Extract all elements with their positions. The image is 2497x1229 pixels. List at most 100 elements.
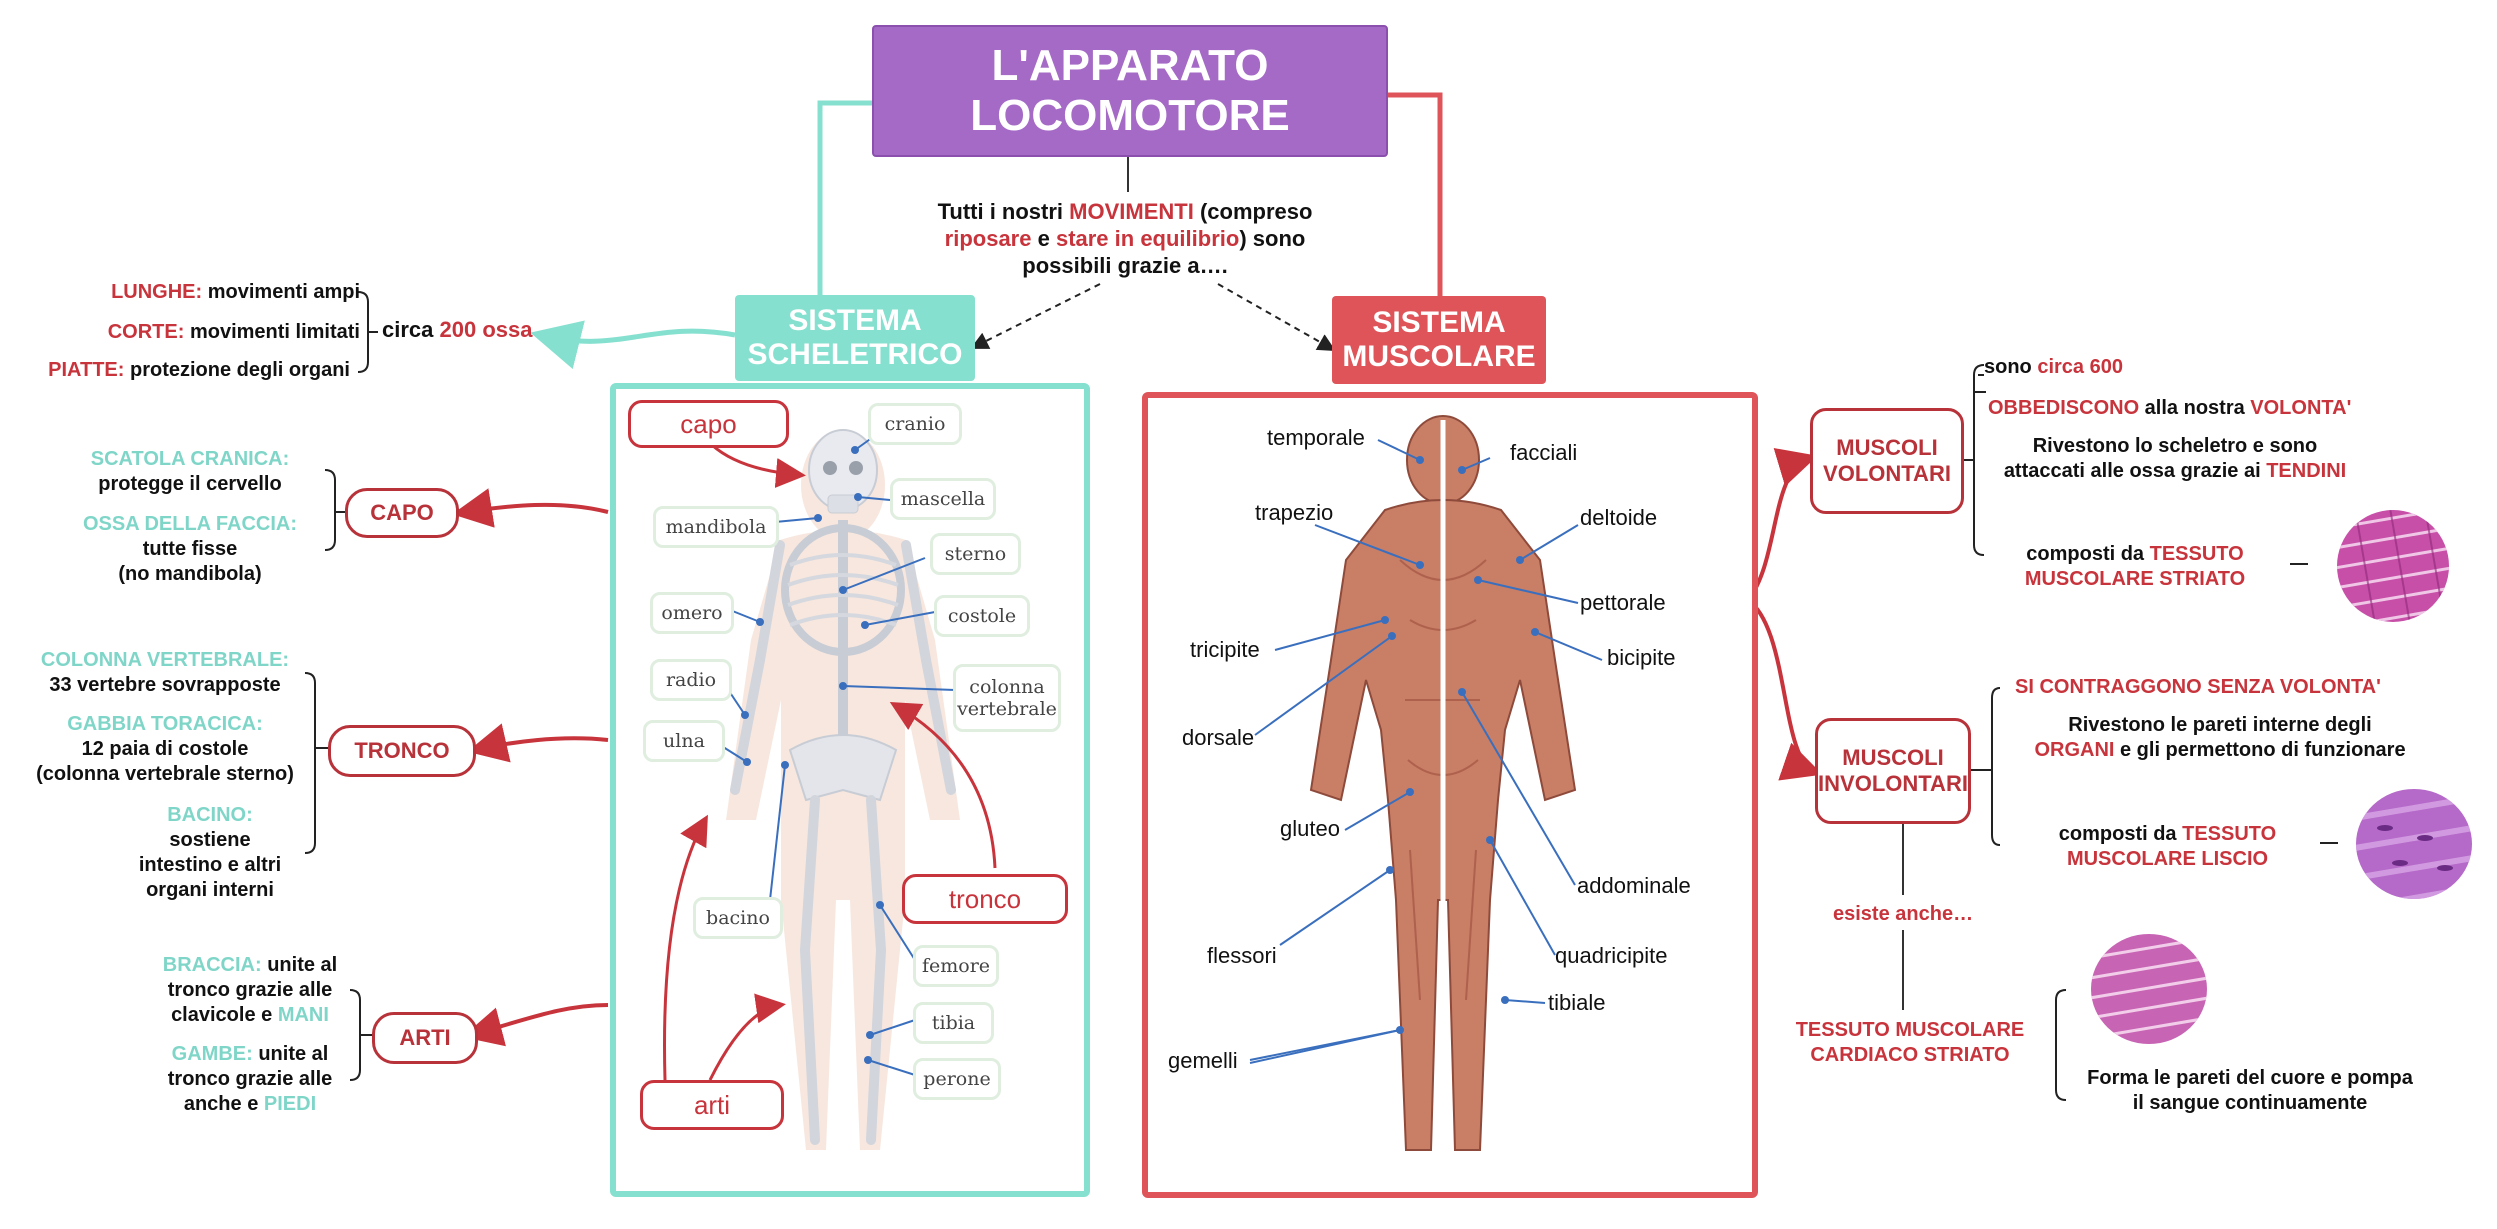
tag-capo: capo [628, 400, 789, 448]
intro-part: ) sono [1239, 226, 1306, 251]
organi: ORGANI [2034, 739, 2115, 761]
muscle-label-tricipite: tricipite [1190, 637, 1260, 662]
muscle-label-tibiale: tibiale [1548, 990, 1606, 1015]
value: movimenti limitati [184, 321, 360, 343]
tag-arti: arti [640, 1080, 784, 1130]
bone-label-cranio: cranio [868, 403, 962, 445]
value: sostiene [169, 829, 251, 851]
line: il sangue continuamente [2132, 1092, 2368, 1114]
volontari-sono: sono circa 600 [1984, 355, 2123, 380]
key: PIATTE: [48, 359, 125, 381]
title-line-2: LOCOMOTORE [970, 91, 1290, 140]
key: BRACCIA: [162, 954, 262, 976]
header-line: SCHELETRICO [747, 338, 963, 371]
arti-braccia: BRACCIA: unite al tronco grazie alle cla… [140, 953, 360, 1028]
value: unite al [261, 954, 338, 976]
involontari-senza-volonta: SI CONTRAGGONO SENZA VOLONTA' [2015, 676, 2381, 698]
muscle-label-addominale: addominale [1577, 873, 1691, 898]
bone-label-bacino: bacino [693, 897, 783, 939]
bone-label-mascella: mascella [890, 478, 996, 520]
value: intestino e altri [138, 854, 282, 876]
value: (colonna vertebrale sterno) [36, 763, 294, 785]
sistema-muscolare-header: SISTEMA MUSCOLARE [1332, 296, 1546, 384]
line: vertebrale [957, 698, 1057, 720]
title-line-1: L'APPARATO [991, 41, 1269, 90]
tessuto-type: MUSCOLARE LISCIO [2066, 848, 2269, 870]
bone-type-corte: CORTE: movimenti limitati [30, 320, 360, 345]
piedi: PIEDI [263, 1093, 317, 1115]
bone-label-tibia: tibia [913, 1002, 994, 1044]
tendini: TENDINI [2266, 460, 2347, 482]
line: colonna [969, 676, 1045, 698]
value: 12 paia di costole [81, 738, 249, 760]
volontari-rivestono: Rivestono lo scheletro e sono attaccati … [1975, 434, 2375, 484]
line: Forma le pareti del cuore e pompa [2087, 1067, 2413, 1089]
value: clavicole e [171, 1004, 278, 1026]
intro-part: possibili grazie a…. [1022, 253, 1228, 278]
bone-label-mandibola: mandibola [653, 506, 779, 548]
key: OSSA DELLA FACCIA: [82, 513, 298, 535]
value: tronco grazie alle [167, 1068, 333, 1090]
text: e gli permettono di funzionare [2114, 739, 2406, 761]
volontari-composti: composti da TESSUTO MUSCOLARE STRIATO [2000, 542, 2270, 592]
tessuto-type: MUSCOLARE STRIATO [2024, 568, 2246, 590]
intro-part: (compreso [1193, 199, 1313, 224]
intro-part: Tutti i nostri [937, 199, 1070, 224]
muscle-label-flessori: flessori [1207, 943, 1277, 968]
tronco-gabbia: GABBIA TORACICA: 12 paia di costole (col… [10, 712, 320, 787]
circa-200-ossa: circa 200 ossa [382, 317, 532, 343]
mani: MANI [277, 1004, 329, 1026]
line: TESSUTO MUSCOLARE [1795, 1019, 2025, 1041]
arti-pill: ARTI [372, 1012, 478, 1064]
tronco-pill: TRONCO [328, 725, 476, 777]
muscle-label-quadricipite: quadricipite [1555, 943, 1668, 968]
key: GABBIA TORACICA: [67, 713, 263, 735]
value: anche e [183, 1093, 264, 1115]
muscoli-volontari-box: MUSCOLI VOLONTARI [1810, 408, 1964, 514]
tessuto-cardiaco-label: TESSUTO MUSCOLARE CARDIACO STRIATO [1780, 1018, 2040, 1068]
line: MUSCOLI [1836, 435, 1938, 460]
value: organi interni [146, 879, 274, 901]
volonta: VOLONTA' [2250, 397, 2352, 419]
value: protezione degli organi [124, 359, 350, 381]
bone-label-omero: omero [650, 592, 734, 634]
key: BACINO: [167, 804, 253, 826]
intro-riposare: riposare [944, 226, 1032, 251]
tessuto-cardiaco-desc: Forma le pareti del cuore e pompa il san… [2060, 1066, 2440, 1116]
muscle-label-trapezio: trapezio [1255, 500, 1334, 525]
muscle-label-gemelli: gemelli [1168, 1048, 1238, 1073]
involontari-rivestono: Rivestono le pareti interne degli ORGANI… [2010, 713, 2430, 763]
key: CORTE: [107, 321, 185, 343]
volontari-obbediscono: OBBEDISCONO alla nostra VOLONTA' [1988, 396, 2351, 421]
intro-text: Tutti i nostri MOVIMENTI (compreso ripos… [905, 198, 1345, 279]
text: attaccati alle ossa grazie ai [2003, 460, 2267, 482]
bone-label-perone: perone [913, 1058, 1001, 1100]
tissue-cardiaco-image [2091, 934, 2207, 1044]
text: composti da [2058, 823, 2183, 845]
value: (no mandibola) [118, 563, 262, 585]
line: VOLONTARI [1823, 461, 1951, 486]
tissue-liscio-image [2356, 789, 2472, 899]
value: tutte fisse [142, 538, 238, 560]
muscle-label-temporale: temporale [1267, 425, 1365, 450]
muscle-label-dorsale: dorsale [1182, 725, 1255, 750]
muscoli-involontari-box: MUSCOLI INVOLONTARI [1815, 718, 1971, 824]
bone-type-piatte: PIATTE: protezione degli organi [20, 358, 350, 383]
value: 33 vertebre sovrapposte [49, 674, 281, 696]
intro-part: e [1031, 226, 1056, 251]
line: CARDIACO STRIATO [1810, 1044, 2010, 1066]
capo-scatola: SCATOLA CRANICA: protegge il cervello [60, 447, 320, 497]
value: protegge il cervello [98, 473, 282, 495]
header-line: MUSCOLARE [1342, 340, 1536, 373]
capo-pill: CAPO [345, 488, 459, 538]
bone-label-sterno: sterno [930, 533, 1021, 575]
circa-text: circa [382, 317, 440, 342]
text: Rivestono le pareti interne degli [2068, 714, 2372, 736]
text: Rivestono lo scheletro e sono [2032, 435, 2318, 457]
tissue-striato-image [2337, 510, 2449, 622]
esiste-anche: esiste anche… [1833, 903, 1974, 925]
bone-type-lunghe: LUNGHE: movimenti ampi [30, 280, 360, 305]
